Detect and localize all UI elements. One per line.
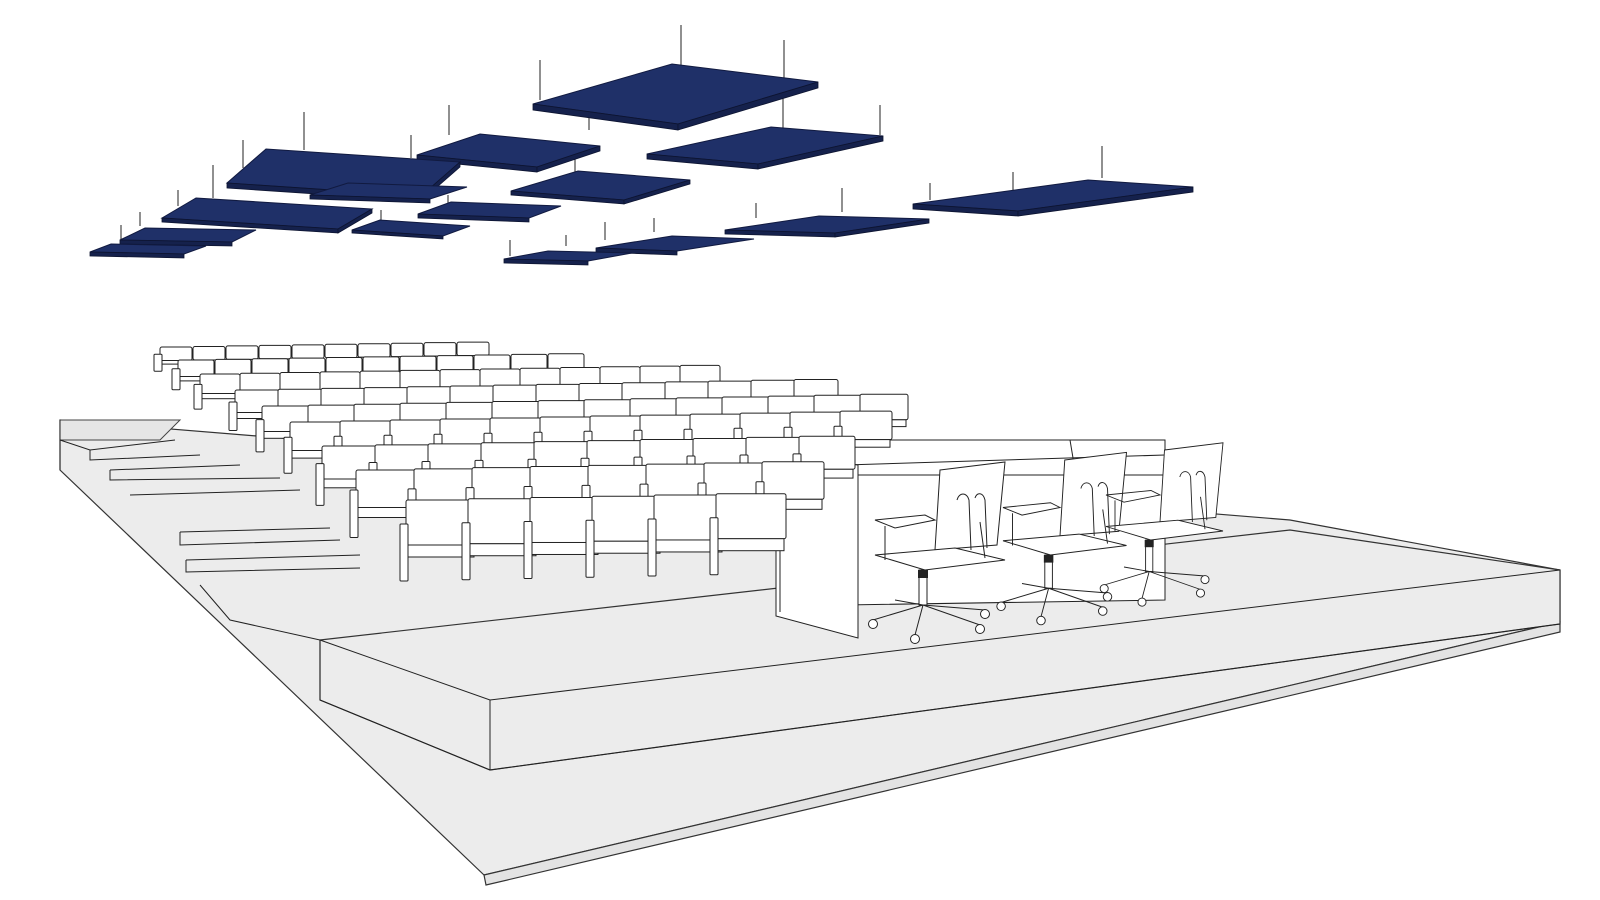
seat-row	[399, 493, 787, 582]
auditorium-seat	[283, 421, 343, 474]
auditorium-seat	[193, 373, 241, 410]
auditorium-seat	[349, 469, 419, 538]
auditorium-seat	[523, 496, 601, 579]
office-chair	[868, 461, 1006, 644]
auditorium-seating	[153, 341, 909, 582]
auditorium-seat	[709, 493, 787, 576]
auditorium-seat	[171, 359, 215, 391]
office-chairs	[868, 442, 1224, 644]
office-chair	[1099, 442, 1224, 607]
tiered-steps	[59, 419, 361, 641]
auditorium-seat	[153, 346, 193, 372]
auditorium-seat	[647, 494, 725, 577]
auditorium-seat	[399, 499, 477, 582]
auditorium-seat	[585, 495, 663, 578]
ceiling-acoustic-panels	[89, 25, 1194, 266]
auditorium-seat	[461, 498, 539, 581]
office-chair	[996, 451, 1128, 626]
